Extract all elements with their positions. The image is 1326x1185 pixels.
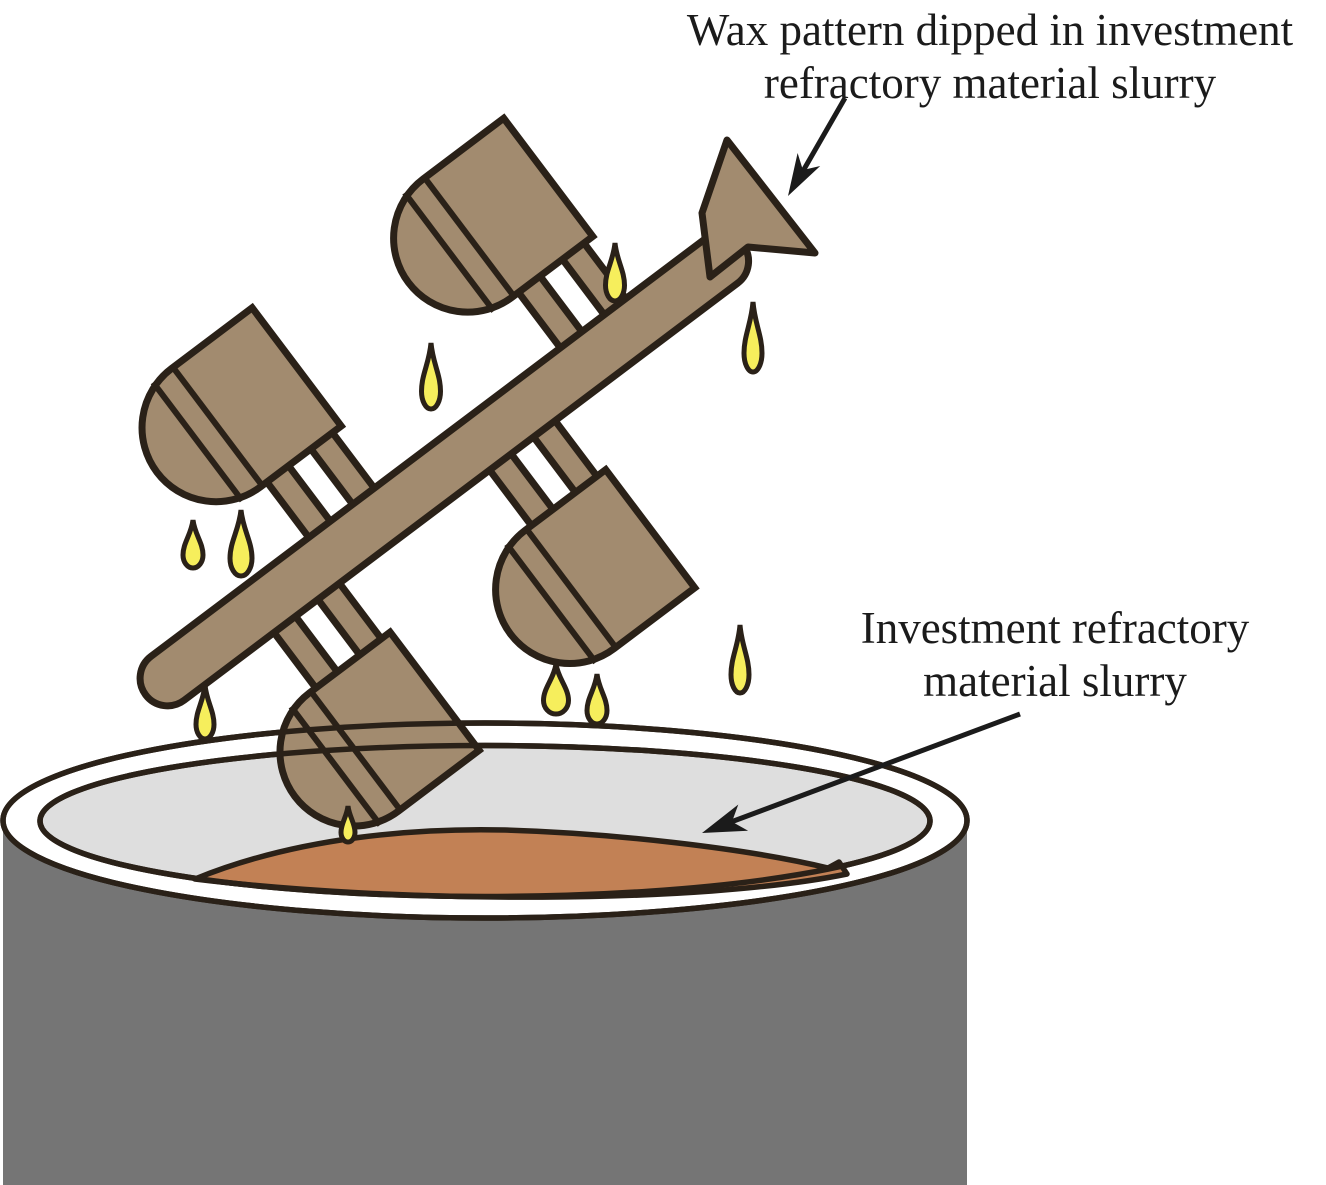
slurry-arrow-line (730, 711, 1021, 825)
pattern-parting-line (170, 365, 265, 488)
wax-pattern-part (138, 302, 347, 506)
slurry-drip (193, 684, 217, 742)
slurry-drip (180, 519, 206, 571)
rim-inner-line (37, 742, 933, 900)
wax-pattern-arrowhead-icon (788, 153, 821, 196)
slurry-label-line2: material slurry (923, 656, 1187, 706)
wax-pattern-part (276, 627, 485, 830)
pattern-parting-line (524, 527, 619, 650)
slurry-arrow (702, 711, 1021, 833)
wax-pattern-parts (138, 113, 700, 830)
sprue-arrow-fletching (698, 136, 819, 281)
slurry-label: Investment refractory material slurry (800, 602, 1310, 708)
slurry-drip (227, 509, 255, 579)
wax-pattern-tree (136, 113, 753, 830)
pattern-parting-line (422, 176, 517, 298)
wax-pattern-arrow (788, 96, 848, 196)
wax-pattern-part (492, 464, 700, 667)
wax-pattern-label-line1: Wax pattern dipped in investment (686, 5, 1294, 55)
slurry-drip (540, 663, 572, 717)
slurry-drip (741, 301, 765, 375)
slurry-label-line1: Investment refractory (860, 603, 1250, 653)
pattern-parting-line (504, 542, 599, 665)
rim-overlay-lines (0, 720, 970, 921)
wax-pattern-label: Wax pattern dipped in investment refract… (640, 4, 1326, 110)
wax-pattern-arrow-line (800, 96, 848, 173)
pattern-parting-line (288, 704, 383, 827)
container-body (3, 821, 967, 1185)
slurry-arrowhead-icon (702, 804, 749, 833)
pattern-parting-line (150, 380, 245, 503)
wax-pattern-part (390, 113, 598, 316)
slurry-container (0, 720, 970, 1185)
pattern-parting-line (402, 191, 497, 313)
slurry-drip (418, 342, 444, 412)
slurry-drip (728, 624, 752, 696)
slurry-drip (584, 673, 610, 727)
slurry-drip (602, 242, 628, 304)
rim-outer-line (0, 720, 970, 921)
slurry-drip (338, 805, 358, 845)
wax-pattern-label-line2: refractory material slurry (763, 58, 1217, 108)
slurry-drips (180, 242, 765, 845)
